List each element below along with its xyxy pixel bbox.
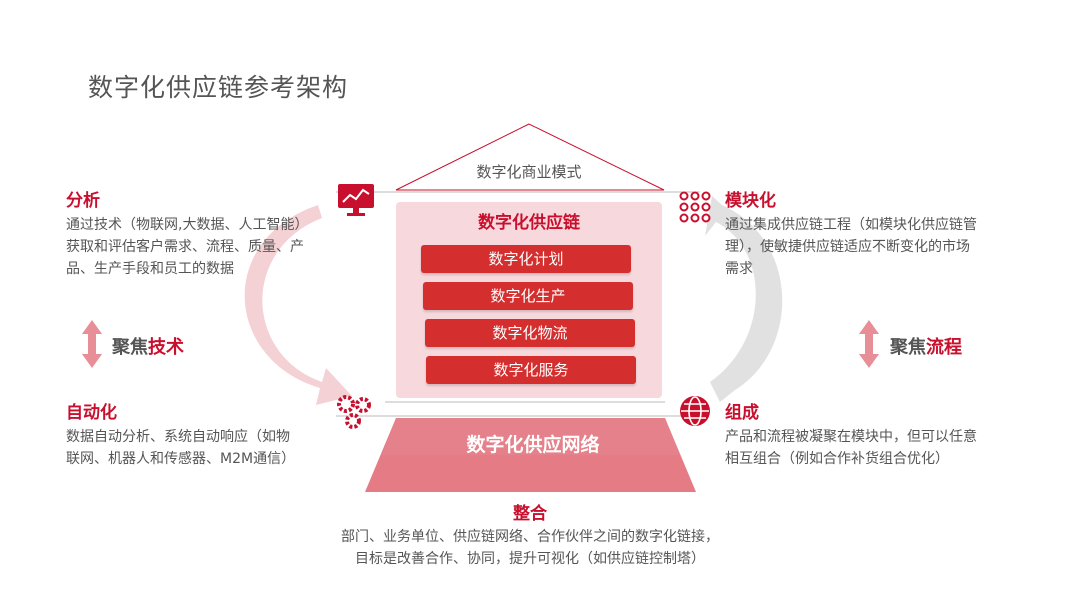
core-title: 数字化供应链 <box>478 213 580 233</box>
page-title: 数字化供应链参考架构 <box>88 73 349 102</box>
focus-tech-arrow <box>82 320 102 368</box>
modular-heading: 模块化 <box>725 191 776 211</box>
item-service: 数字化服务 <box>426 356 636 384</box>
focus-tech-highlight: 技术 <box>148 337 184 358</box>
compose-heading: 组成 <box>725 403 759 423</box>
analysis-heading: 分析 <box>66 191 100 211</box>
item-production: 数字化生产 <box>423 282 633 310</box>
focus-tech-prefix: 聚焦 <box>112 337 148 358</box>
integration-heading: 整合 <box>513 504 547 524</box>
business-model-label: 数字化商业模式 <box>476 163 582 181</box>
gears-icon <box>337 395 371 429</box>
item-planning: 数字化计划 <box>421 245 631 273</box>
left-cycle-arc <box>244 205 352 405</box>
modular-line: 通过集成供应链工程（如模块化供应链管 <box>725 217 977 233</box>
automation-line: 数据自动分析、系统自动响应（如物 <box>66 429 290 445</box>
compose-line: 产品和流程被凝聚在模块中，但可以任意 <box>725 429 977 445</box>
monitor-chart-icon <box>338 184 374 216</box>
globe-icon <box>680 396 710 426</box>
analysis-description: 通过技术（物联网,大数据、人工智能） 获取和评估客户需求、流程、质量、产 品、生… <box>66 214 366 280</box>
digital-supply-chain-box: 数字化供应链 数字化计划 数字化生产 数字化物流 数字化服务 <box>396 202 662 398</box>
compose-line: 相互组合（例如合作补货组合优化） <box>725 451 949 467</box>
focus-process-highlight: 流程 <box>926 337 962 358</box>
compose-description: 产品和流程被凝聚在模块中，但可以任意 相互组合（例如合作补货组合优化） <box>725 426 1025 470</box>
integration-line: 部门、业务单位、供应链网络、合作伙伴之间的数字化链接， <box>341 529 719 545</box>
analysis-line: 品、生产手段和员工的数据 <box>66 261 234 277</box>
integration-description: 部门、业务单位、供应链网络、合作伙伴之间的数字化链接， 目标是改善合作、协同，提… <box>290 526 770 570</box>
automation-heading: 自动化 <box>66 403 117 423</box>
automation-description: 数据自动分析、系统自动响应（如物 联网、机器人和传感器、M2M通信） <box>66 426 356 470</box>
item-logistics: 数字化物流 <box>425 319 635 347</box>
focus-process-label: 聚焦流程 <box>890 333 962 359</box>
focus-process-prefix: 聚焦 <box>890 337 926 358</box>
analysis-line: 获取和评估客户需求、流程、质量、产 <box>66 239 304 255</box>
integration-line: 目标是改善合作、协同，提升可视化（如供应链控制塔） <box>355 551 705 567</box>
automation-line: 联网、机器人和传感器、M2M通信） <box>66 451 296 467</box>
supply-network-label: 数字化供应网络 <box>466 434 600 456</box>
focus-tech-label: 聚焦技术 <box>112 333 184 359</box>
modular-line: 理），使敏捷供应链适应不断变化的市场 <box>725 239 970 255</box>
analysis-line: 通过技术（物联网,大数据、人工智能） <box>66 217 309 233</box>
right-cycle-arc <box>705 196 783 402</box>
modular-description: 通过集成供应链工程（如模块化供应链管 理），使敏捷供应链适应不断变化的市场 需求 <box>725 214 1025 280</box>
focus-process-arrow <box>859 320 879 368</box>
modules-grid-icon <box>679 191 711 223</box>
modular-line: 需求 <box>725 261 753 277</box>
